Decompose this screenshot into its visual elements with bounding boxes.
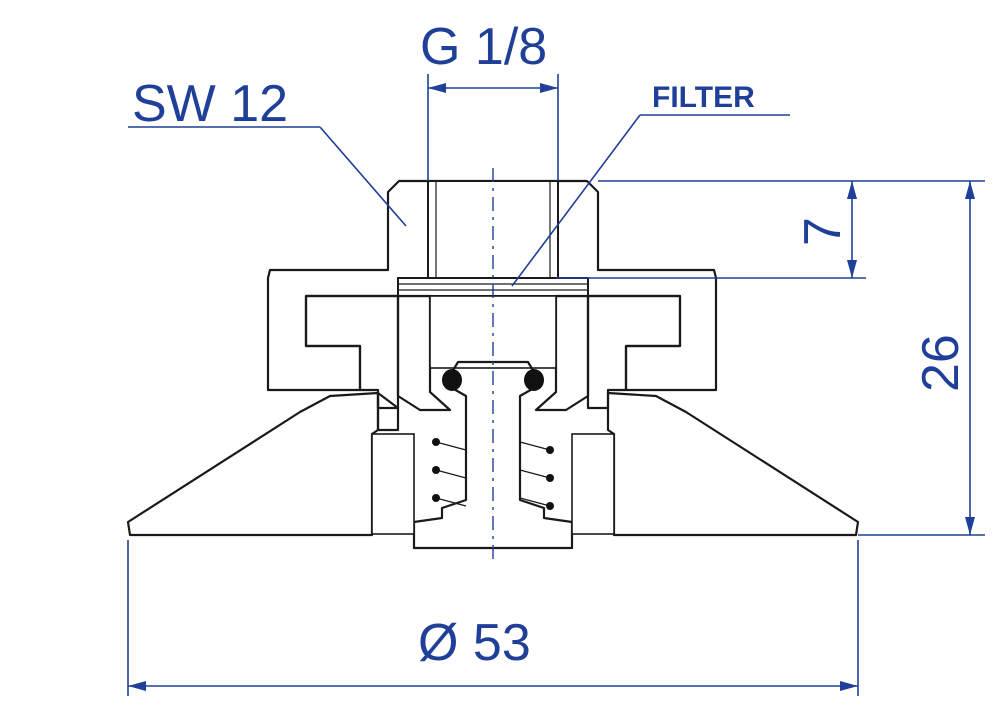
valve-spring (432, 438, 554, 510)
lower-pockets (371, 433, 615, 535)
o-rings (442, 369, 544, 391)
wrench-size-label: SW 12 (132, 75, 288, 133)
depth-label: 7 (794, 217, 852, 246)
extension-lines (556, 180, 985, 536)
wrench-size-leader (128, 126, 407, 227)
height-dimension (965, 181, 975, 535)
depth-dimension (847, 181, 857, 278)
thread-label: G 1/8 (420, 18, 547, 76)
filter-leader (511, 114, 790, 287)
height-label: 26 (912, 334, 970, 392)
filter-label: FILTER (652, 81, 755, 114)
diameter-label: Ø 53 (418, 614, 531, 672)
diameter-dimension (127, 540, 859, 696)
thread-dimension (427, 74, 559, 181)
